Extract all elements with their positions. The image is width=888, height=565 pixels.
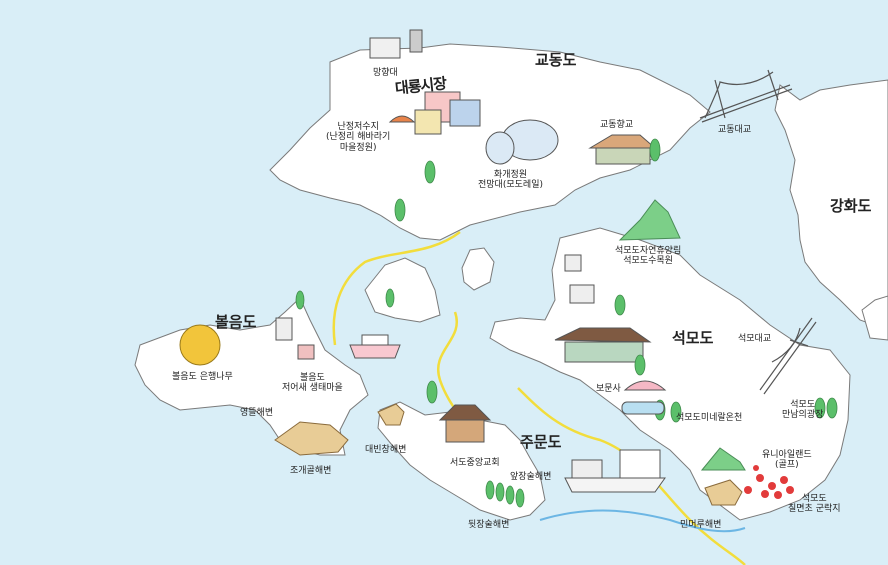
hwagae-observatory-2 — [485, 131, 515, 165]
umbrella-spa — [623, 380, 667, 391]
seokmo-bridge — [759, 317, 817, 395]
beach-daebinchang — [377, 403, 405, 426]
mountain-forest — [618, 199, 681, 241]
label-plaza: 석모도 만남의광장 — [782, 400, 824, 421]
island-ganghwado — [774, 79, 888, 331]
label-spa: 석모도미네랄온천 — [676, 413, 743, 423]
island-tiny-rock — [461, 247, 495, 291]
building-manghyangdae — [369, 37, 401, 59]
label-ganghwado: 강화도 — [830, 197, 872, 215]
label-wetland: 볼음도 저어새 생태마을 — [282, 373, 343, 394]
island-right-edge — [861, 295, 888, 341]
label-manghyangdae: 망향대 — [373, 68, 398, 78]
label-seokmo-bridge: 석모대교 — [738, 334, 772, 344]
label-jogaegol: 조개골해변 — [290, 466, 332, 476]
ginkgo-tree — [179, 324, 221, 366]
building-boreum-1 — [275, 317, 293, 341]
ferry-seokmo — [564, 449, 666, 493]
label-ginkgo: 볼음도 은행나무 — [172, 372, 233, 382]
beach-jogaegol — [274, 421, 349, 456]
building-market-2 — [449, 99, 481, 127]
ferry-north — [349, 334, 401, 359]
river-channel — [539, 509, 746, 533]
building-hyanggyo-base — [595, 147, 651, 165]
label-golf: 유니아일랜드 (골프) — [762, 450, 812, 471]
label-seokmodo: 석모도 — [672, 329, 714, 347]
label-daebinchang: 대빈창해변 — [365, 445, 407, 455]
label-forest: 석모도자연휴양림 석모도수목원 — [615, 246, 682, 267]
mountain-golf — [700, 447, 746, 471]
label-hyanggyo: 교동향교 — [600, 120, 634, 130]
label-gyodong-bridge: 교동대교 — [718, 125, 752, 135]
label-nanjeong: 난정저수지 (난정리 해바라기 마을정원) — [326, 122, 391, 153]
label-flowers: 석모도 칠면초 군락지 — [788, 494, 841, 515]
building-bomunsa — [564, 341, 644, 363]
label-apjangsul: 앞장술해변 — [510, 472, 552, 482]
red-flowers — [744, 465, 794, 499]
label-hwagae: 화개정원 전망대(모도레일) — [478, 170, 543, 191]
label-boreumdo: 볼음도 — [215, 313, 257, 331]
label-gyodongdo: 교동도 — [535, 51, 577, 69]
umbrella-market — [388, 115, 416, 123]
label-church: 서도중앙교회 — [450, 458, 500, 468]
trees — [295, 138, 838, 508]
building-market-3 — [414, 109, 442, 135]
label-yeongttul: 영뜰해변 — [240, 408, 274, 418]
building-bomunsa-roof — [554, 327, 652, 343]
beach-minmeoru — [704, 479, 743, 506]
gyodong-bridge — [699, 69, 793, 123]
building-seokmo-1 — [569, 284, 595, 304]
building-boreum-2 — [297, 344, 315, 360]
label-dwitjangsul: 뒷장술해변 — [468, 520, 510, 530]
building-church-roof — [438, 404, 492, 421]
building-seokmo-2 — [564, 254, 582, 272]
building-church — [445, 419, 485, 443]
label-bomunsa: 보문사 — [596, 384, 621, 394]
ferry-route-north — [332, 231, 461, 346]
label-jumundo: 주문도 — [520, 433, 562, 451]
label-minmeoru: 민머루해변 — [680, 520, 722, 530]
island-small-north — [364, 257, 441, 323]
spa-pool — [621, 401, 665, 415]
building-tower — [409, 29, 423, 53]
